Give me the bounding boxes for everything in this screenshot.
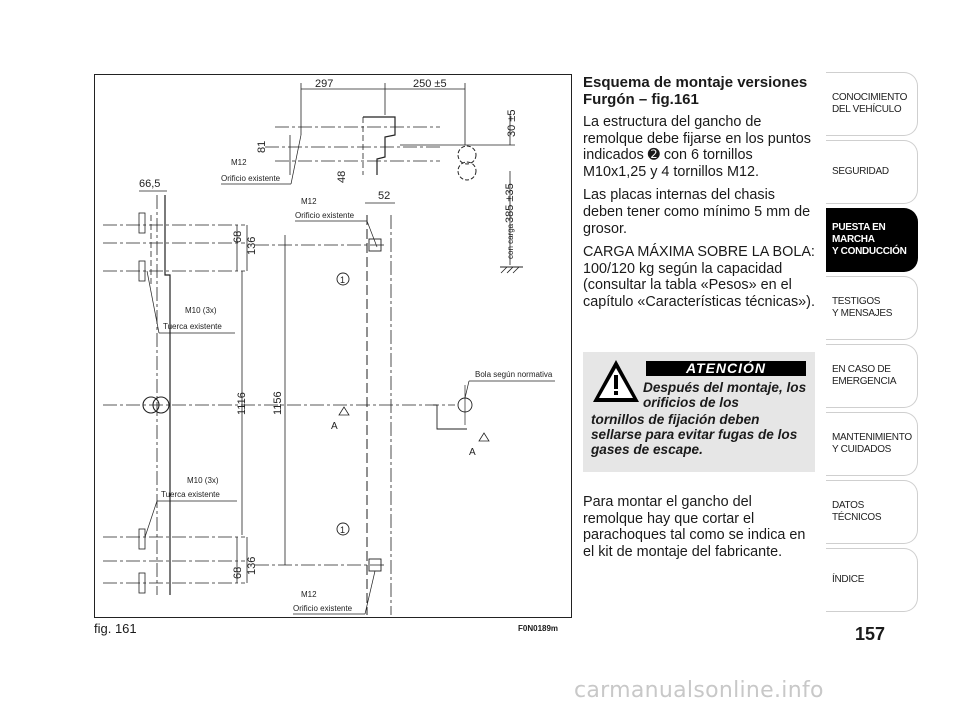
label-bola: Bola según normativa bbox=[475, 370, 553, 379]
dim-30: 30 ±5 bbox=[506, 110, 518, 137]
tab-label: SEGURIDAD bbox=[832, 166, 889, 177]
dim-136-bottom: 136 bbox=[246, 557, 258, 575]
dim-66-5: 66,5 bbox=[139, 178, 160, 190]
mounting-diagram: 297 250 ±5 81 48 52 30 ±5 385 ±35 con ca… bbox=[103, 78, 555, 615]
tab-label: ÍNDICE bbox=[832, 574, 865, 585]
text-column: Esquema de montaje versiones Furgón – fi… bbox=[583, 74, 815, 318]
label-m12-b: M12 bbox=[301, 197, 317, 206]
dim-297: 297 bbox=[315, 78, 333, 90]
label-m12-c: M12 bbox=[301, 590, 317, 599]
tab-label: DATOS TÉCNICOS bbox=[832, 500, 882, 523]
watermark: carmanualsonline.info bbox=[574, 678, 824, 703]
label-m12-a: M12 bbox=[231, 158, 247, 167]
tab-testigos[interactable]: TESTIGOS Y MENSAJES bbox=[826, 276, 918, 340]
label-orificio-b: Orificio existente bbox=[295, 211, 355, 220]
paragraph-4: Para montar el gancho del remolque hay q… bbox=[583, 494, 806, 560]
warning-box: ATENCIÓN Después del montaje, los orific… bbox=[583, 352, 815, 472]
tab-label: PUESTA EN MARCHA Y CONDUCCIÓN bbox=[832, 222, 907, 257]
warning-title: ATENCIÓN bbox=[646, 361, 806, 376]
paragraph-3: CARGA MÁXIMA SOBRE LA BOLA: 100/120 kg s… bbox=[583, 244, 815, 310]
dim-81: 81 bbox=[256, 141, 268, 153]
tab-emergencia[interactable]: EN CASO DE EMERGENCIA bbox=[826, 344, 918, 408]
dim-1116: 1116 bbox=[236, 392, 248, 415]
tab-indice[interactable]: ÍNDICE bbox=[826, 548, 918, 612]
label-orificio-c: Orificio existente bbox=[293, 604, 353, 613]
tab-datos-tecnicos[interactable]: DATOS TÉCNICOS bbox=[826, 480, 918, 544]
callout-1-lower: 1 bbox=[340, 525, 345, 535]
label-orificio-a: Orificio existente bbox=[221, 174, 281, 183]
label-con-carga: con carga bbox=[506, 223, 515, 259]
dim-136-top: 136 bbox=[246, 237, 258, 255]
tab-label: EN CASO DE EMERGENCIA bbox=[832, 364, 897, 387]
dim-52: 52 bbox=[378, 190, 390, 202]
figure-161: 297 250 ±5 81 48 52 30 ±5 385 ±35 con ca… bbox=[94, 74, 572, 618]
dim-68-bottom: 68 bbox=[232, 567, 244, 579]
tab-mantenimiento[interactable]: MANTENIMIENTO Y CUIDADOS bbox=[826, 412, 918, 476]
section-mark-a-left: A bbox=[331, 421, 338, 432]
dim-48: 48 bbox=[336, 171, 348, 183]
warning-text-1: Después del montaje, los orificios de lo… bbox=[643, 380, 807, 410]
tab-label: MANTENIMIENTO Y CUIDADOS bbox=[832, 432, 912, 455]
tab-seguridad[interactable]: SEGURIDAD bbox=[826, 140, 918, 204]
warning-triangle-icon bbox=[593, 360, 639, 402]
section-mark-a-right: A bbox=[469, 447, 476, 458]
dim-385: 385 ±35 bbox=[504, 183, 516, 223]
page-number: 157 bbox=[855, 624, 886, 644]
figure-code: F0N0189m bbox=[518, 624, 559, 633]
section-heading: Esquema de montaje versiones Furgón – fi… bbox=[583, 74, 808, 108]
label-m10-a: M10 (3x) bbox=[185, 306, 217, 315]
dim-250: 250 ±5 bbox=[413, 78, 447, 90]
callout-1-upper: 1 bbox=[340, 275, 345, 285]
paragraph-1: La estructura del gancho de remolque deb… bbox=[583, 114, 811, 180]
figure-caption: fig. 161 bbox=[94, 621, 137, 636]
dim-1156: 1156 bbox=[272, 391, 284, 415]
label-tuerca-a: Tuerca existente bbox=[163, 322, 222, 331]
label-tuerca-b: Tuerca existente bbox=[161, 490, 220, 499]
chapter-tabs: CONOCIMIENTO DEL VEHÍCULO SEGURIDAD PUES… bbox=[826, 72, 918, 616]
label-m10-b: M10 (3x) bbox=[187, 476, 219, 485]
tab-conocimiento[interactable]: CONOCIMIENTO DEL VEHÍCULO bbox=[826, 72, 918, 136]
warning-text-2: tornillos de fijación deben sellarse par… bbox=[591, 412, 798, 457]
tab-puesta-en-marcha[interactable]: PUESTA EN MARCHA Y CONDUCCIÓN bbox=[826, 208, 918, 272]
tab-label: TESTIGOS Y MENSAJES bbox=[832, 296, 893, 319]
paragraph-2: Las placas internas del chasis deben ten… bbox=[583, 187, 811, 237]
tab-label: CONOCIMIENTO DEL VEHÍCULO bbox=[832, 92, 908, 115]
dim-68-top: 68 bbox=[232, 231, 244, 243]
